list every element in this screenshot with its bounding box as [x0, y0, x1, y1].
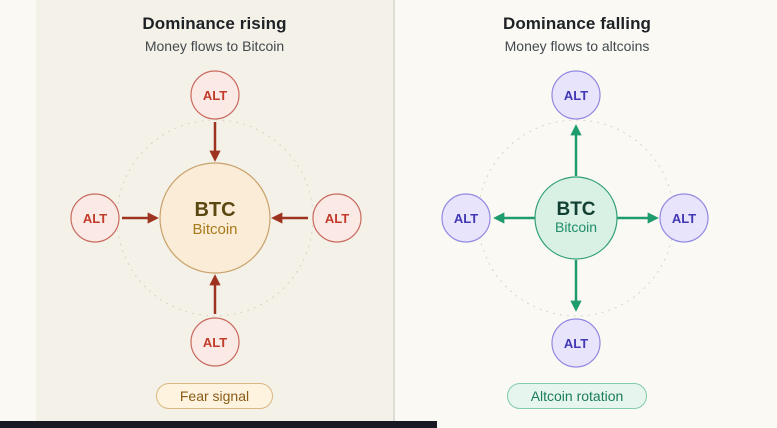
btc-node: [158, 162, 271, 274]
alt-label-bottom: ALT: [564, 336, 588, 351]
btc-symbol-label: BTC: [556, 199, 595, 220]
panel-title-falling: Dominance falling: [502, 14, 652, 33]
alt-node-left: [441, 193, 491, 243]
alt-node-bottom: [189, 317, 240, 367]
alt-node-top: [551, 70, 601, 120]
alt-label-top: ALT: [202, 88, 226, 103]
bottom-dark-bar: [0, 421, 437, 428]
panel-dominance-rising: Dominance rising Money flows to Bitcoin …: [36, 0, 395, 428]
alt-label-top: ALT: [564, 88, 588, 103]
alt-label-bottom: ALT: [202, 335, 226, 350]
panel-subtitle-falling: Money flows to altcoins: [504, 38, 650, 54]
alt-label-right: ALT: [672, 211, 696, 226]
alt-node-right: [659, 193, 709, 243]
alt-node-top: [189, 70, 240, 120]
btc-name-label: Bitcoin: [192, 221, 237, 238]
diagram-money-flows-to-bitcoin: BTC Bitcoin ALT ALT ALT ALT: [69, 70, 362, 367]
btc-name-label: Bitcoin: [555, 219, 597, 235]
panel-subtitle-rising: Money flows to Bitcoin: [144, 38, 285, 54]
alt-label-left: ALT: [454, 211, 478, 226]
alt-label-right: ALT: [324, 211, 348, 226]
alt-label-left: ALT: [82, 211, 106, 226]
panel-title-rising: Dominance rising: [142, 14, 287, 33]
alt-node-left: [69, 193, 120, 243]
altcoin-rotation-badge: Altcoin rotation: [506, 383, 648, 409]
panel-dominance-falling: Dominance falling Money flows to altcoin…: [397, 0, 777, 428]
btc-symbol-label: BTC: [194, 199, 235, 221]
diagram-money-flows-to-altcoins: BTC Bitcoin ALT ALT ALT ALT: [441, 70, 709, 368]
alt-node-right: [311, 193, 362, 243]
fear-signal-badge: Fear signal: [155, 383, 274, 409]
btc-node: [534, 176, 618, 260]
alt-node-bottom: [551, 318, 601, 368]
